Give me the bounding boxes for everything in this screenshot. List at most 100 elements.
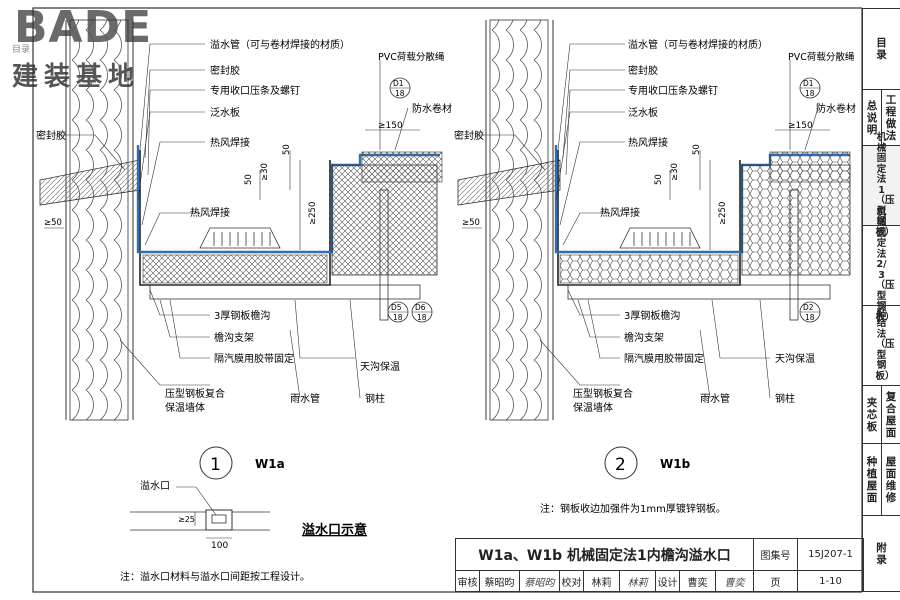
- caption-number-1: 1: [210, 455, 221, 475]
- checker-signature: 林莉: [620, 571, 656, 591]
- label-vapor-tape: 隔汽膜用胶带固定: [214, 352, 294, 365]
- dim-50c: ≥50: [44, 218, 62, 228]
- tab-repair[interactable]: 屋面维修: [881, 444, 900, 516]
- tab-composite[interactable]: 复合屋面: [881, 386, 900, 444]
- label-flashing-r: 泛水板: [628, 106, 658, 119]
- label-wall-2-r: 保温墙体: [573, 401, 613, 414]
- tab-adhesive[interactable]: 粘结法（压型钢板）: [862, 306, 900, 386]
- right-detail: 溢水管（可与卷材焊接的材质） 密封胶 专用收口压条及螺钉 泛水板 热风焊接 热风…: [454, 19, 856, 515]
- label-hot-weld-r: 热风焊接: [628, 136, 668, 149]
- tab-label: 复合屋面: [885, 390, 897, 439]
- dim-50b: 50: [244, 174, 254, 185]
- tab-label: 屋面维修: [885, 455, 897, 504]
- label-wall-r: 压型钢板复合: [573, 387, 633, 400]
- label-steel-gutter: 3厚钢板檐沟: [214, 309, 270, 322]
- dim-50a: 50: [282, 144, 292, 155]
- review-label: 审核: [456, 571, 480, 591]
- tab-planting[interactable]: 种植屋面: [862, 444, 881, 516]
- label-pvc-rope-r: PVC荷载分散绳: [788, 51, 855, 63]
- page-number: 1-10: [819, 575, 842, 587]
- caption-number-2: 2: [615, 455, 626, 475]
- label-steel-column: 钢柱: [365, 392, 385, 405]
- designer-name: 曹奕: [680, 571, 716, 591]
- label-strip-nail-r: 专用收口压条及螺钉: [628, 84, 718, 97]
- label-strip-nail: 专用收口压条及螺钉: [210, 84, 300, 97]
- tab-mech-fix-23[interactable]: 机械固定法2/3（压型钢板）: [862, 207, 900, 322]
- tab-label: 机械固定法1（压型钢板）: [875, 132, 895, 238]
- dim-250: ≥250: [308, 202, 318, 225]
- atlas-label: 图集号: [754, 539, 798, 571]
- left-detail: 溢水管（可与卷材焊接的材质） 密封胶 专用收口压条及螺钉 泛水板 热风焊接 热风…: [36, 19, 452, 480]
- overflow-title: 溢水口示意: [302, 522, 367, 538]
- label-gutter-insul-r: 天沟保温: [775, 352, 815, 365]
- page-label: 页: [754, 571, 798, 591]
- label-gutter-bracket-r: 檐沟支架: [624, 331, 664, 344]
- checker-name: 林莉: [584, 571, 620, 591]
- label-vapor-tape-r: 隔汽膜用胶带固定: [624, 352, 704, 365]
- label-hot-weld-2-r: 热风焊接: [600, 206, 640, 219]
- dim-50b-r: 50: [654, 174, 664, 185]
- atlas-number: 15J207-1: [798, 539, 863, 571]
- tab-label: 目录: [876, 37, 887, 61]
- drawing-title: W1a、W1b 机械固定法1内檐沟溢水口: [456, 539, 754, 571]
- reviewer-signature: 蔡昭昀: [520, 571, 560, 591]
- label-pvc-rope: PVC荷载分散绳: [378, 51, 445, 63]
- overflow-sketch: 溢水口 ≥25 100 溢水口示意 注：溢水口材料与溢水口间距按工程设计。: [120, 479, 367, 583]
- dim-30: ≥30: [260, 163, 270, 181]
- reviewer-name: 蔡昭昀: [480, 571, 520, 591]
- label-waterproof: 防水卷材: [412, 102, 452, 115]
- label-hot-weld: 热风焊接: [210, 136, 250, 149]
- tab-label: 附录: [876, 541, 887, 566]
- tab-appendix[interactable]: 附录: [862, 516, 900, 592]
- ref-sheet-3: 18: [417, 313, 427, 322]
- overflow-dim-width: 100: [211, 541, 228, 551]
- title-block: W1a、W1b 机械固定法1内檐沟溢水口 图集号 15J207-1 审核 蔡昭昀…: [455, 538, 864, 592]
- label-hot-weld-2: 热风焊接: [190, 206, 230, 219]
- dim-150: ≥150: [378, 121, 403, 131]
- label-sealant-left-r: 密封胶: [454, 129, 484, 142]
- ref-sheet-2-r: 18: [805, 313, 815, 322]
- label-flashing: 泛水板: [210, 106, 240, 119]
- overflow-note: 注：溢水口材料与溢水口间距按工程设计。: [120, 570, 310, 583]
- ref-sheet-1-r: 18: [805, 89, 815, 98]
- ref-num-1: D1: [393, 79, 404, 88]
- note-right: 注：钢板收边加强件为1mm厚镀锌钢板。: [540, 502, 726, 515]
- dim-50c-r: ≥50: [462, 218, 480, 228]
- label-overflow-pipe: 溢水管（可与卷材焊接的材质）: [210, 38, 350, 51]
- label-waterproof-r: 防水卷材: [816, 102, 856, 115]
- tab-label: 总说明: [866, 99, 878, 136]
- label-downpipe: 雨水管: [290, 392, 320, 405]
- detail-drawing: 溢水管（可与卷材焊接的材质） 密封胶 专用收口压条及螺钉 泛水板 热风焊接 热风…: [32, 7, 862, 593]
- label-gutter-bracket: 檐沟支架: [214, 331, 254, 344]
- label-sealant-r: 密封胶: [628, 64, 658, 77]
- tab-label: 机械固定法2/3（压型钢板）: [875, 206, 895, 323]
- tab-label: 夹芯板: [866, 396, 878, 433]
- caption-code-w1a: W1a: [255, 457, 285, 471]
- ref-sheet-1: 18: [395, 89, 405, 98]
- label-downpipe-r: 雨水管: [700, 392, 730, 405]
- tab-label: 粘结法（压型钢板）: [875, 307, 895, 382]
- label-sealant-left: 密封胶: [36, 129, 66, 142]
- dim-250-r: ≥250: [718, 202, 728, 225]
- label-sealant: 密封胶: [210, 64, 240, 77]
- caption-code-w1b: W1b: [660, 457, 691, 471]
- designer-signature: 曹奕: [716, 571, 754, 591]
- tab-contents[interactable]: 目录: [862, 8, 900, 90]
- tab-sandwich[interactable]: 夹芯板: [862, 386, 881, 444]
- overflow-dim-side: ≥25: [178, 515, 195, 524]
- ref-num-1-r: D1: [803, 79, 814, 88]
- label-gutter-insul: 天沟保温: [360, 360, 400, 373]
- ref-num-2-r: D2: [803, 303, 814, 312]
- label-overflow-pipe-r: 溢水管（可与卷材焊接的材质）: [628, 38, 768, 51]
- label-steel-column-r: 钢柱: [775, 392, 795, 405]
- label-steel-gutter-r: 3厚钢板檐沟: [624, 309, 680, 322]
- tab-method[interactable]: 工程做法: [881, 90, 900, 146]
- tab-mech-fix-1[interactable]: 机械固定法1（压型钢板）: [862, 132, 900, 237]
- design-label: 设计: [656, 571, 680, 591]
- ref-num-2: D5: [391, 303, 402, 312]
- tab-label: 工程做法: [885, 93, 897, 142]
- ref-sheet-2: 18: [393, 313, 403, 322]
- tab-general[interactable]: 总说明: [862, 90, 881, 146]
- dim-50a-r: 50: [692, 144, 702, 155]
